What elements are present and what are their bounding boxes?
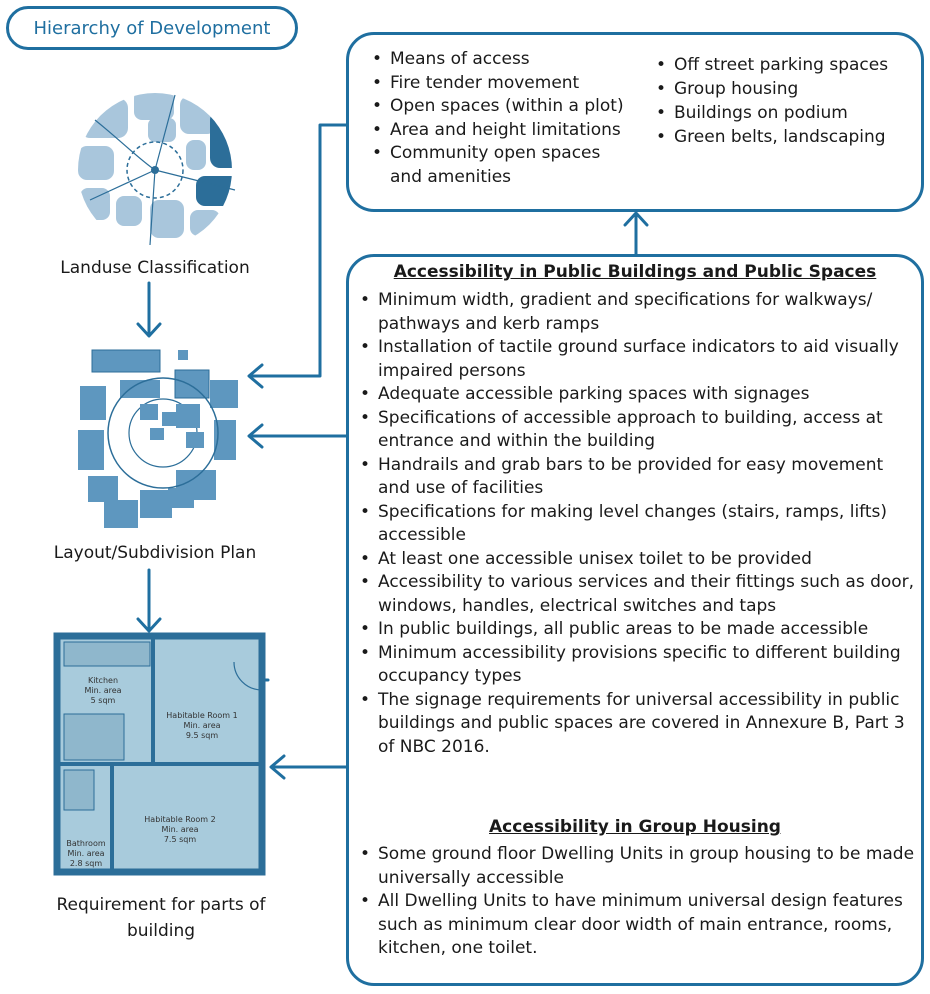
kitchen-label: Kitchen: [88, 676, 118, 685]
list-item: At least one accessible unisex toilet to…: [356, 548, 916, 572]
bathroom-area-label: Min. area: [67, 849, 104, 858]
list-item: Off street parking spaces: [652, 53, 888, 77]
list-item: Adequate accessible parking spaces with …: [356, 383, 916, 407]
kitchen-area-label: Min. area: [84, 686, 121, 695]
habitable-room-2-area-label: Min. area: [161, 825, 198, 834]
development-controls-box: [346, 32, 924, 212]
list-item: All Dwelling Units to have minimum unive…: [356, 890, 916, 961]
arrow-down-icon: [136, 568, 162, 633]
bathroom-area-value: 2.8 sqm: [70, 859, 103, 868]
list-item: Group housing: [652, 77, 888, 101]
list-item: Buildings on podium: [652, 101, 888, 125]
habitable-room-1-area-value: 9.5 sqm: [186, 731, 219, 740]
list-item: Green belts, landscaping: [652, 125, 888, 149]
habitable-room-1-area-label: Min. area: [183, 721, 220, 730]
connector-to-top-box: [247, 123, 348, 389]
list-item: Minimum accessibility provisions specifi…: [356, 642, 916, 689]
list-item: Specifications for making level changes …: [356, 501, 916, 548]
requirement-caption: Requirement for parts of building: [56, 895, 266, 941]
list-item: Means of access: [368, 48, 630, 72]
arrow-left-icon: [247, 423, 348, 449]
landuse-map-illustration: [78, 93, 236, 247]
habitable-room-2-label: Habitable Room 2: [144, 815, 215, 824]
list-item: Specifications of accessible approach to…: [356, 407, 916, 454]
arrow-up-icon: [623, 211, 649, 256]
accessibility-box: [346, 254, 924, 986]
development-controls-list-2: Off street parking spaces Group housing …: [652, 53, 888, 149]
group-housing-list: Some ground floor Dwelling Units in grou…: [356, 843, 916, 961]
list-item: Open spaces (within a plot): [368, 95, 630, 119]
list-item: The signage requirements for universal a…: [356, 689, 916, 760]
group-housing-heading: Accessibility in Group Housing: [489, 817, 781, 837]
kitchen-area-value: 5 sqm: [91, 696, 116, 705]
list-item: Installation of tactile ground surface i…: [356, 336, 916, 383]
floor-plan-illustration: Kitchen Min. area 5 sqm Habitable Room 1…: [53, 632, 266, 876]
hierarchy-title: Hierarchy of Development: [6, 6, 298, 50]
list-item: Fire tender movement: [368, 72, 630, 96]
habitable-room-2-area-value: 7.5 sqm: [164, 835, 197, 844]
layout-plan-illustration: [78, 349, 238, 528]
list-item: In public buildings, all public areas to…: [356, 618, 916, 642]
list-item: Area and height limitations: [368, 119, 630, 143]
list-item: Some ground floor Dwelling Units in grou…: [356, 843, 916, 890]
habitable-room-1-label: Habitable Room 1: [166, 711, 237, 720]
development-controls-list-1: Means of access Fire tender movement Ope…: [368, 48, 630, 189]
bathroom-label: Bathroom: [66, 839, 106, 848]
arrow-left-icon: [269, 754, 348, 780]
list-item: Community open spaces and amenities: [368, 142, 630, 189]
list-item: Minimum width, gradient and specificatio…: [356, 289, 916, 336]
public-accessibility-heading: Accessibility in Public Buildings and Pu…: [393, 262, 877, 282]
arrow-down-icon: [136, 281, 162, 338]
public-accessibility-list: Minimum width, gradient and specificatio…: [356, 289, 916, 759]
landuse-caption: Landuse Classification: [60, 258, 250, 278]
list-item: Handrails and grab bars to be provided f…: [356, 454, 916, 501]
list-item: Accessibility to various services and th…: [356, 571, 916, 618]
layout-caption: Layout/Subdivision Plan: [53, 543, 257, 563]
